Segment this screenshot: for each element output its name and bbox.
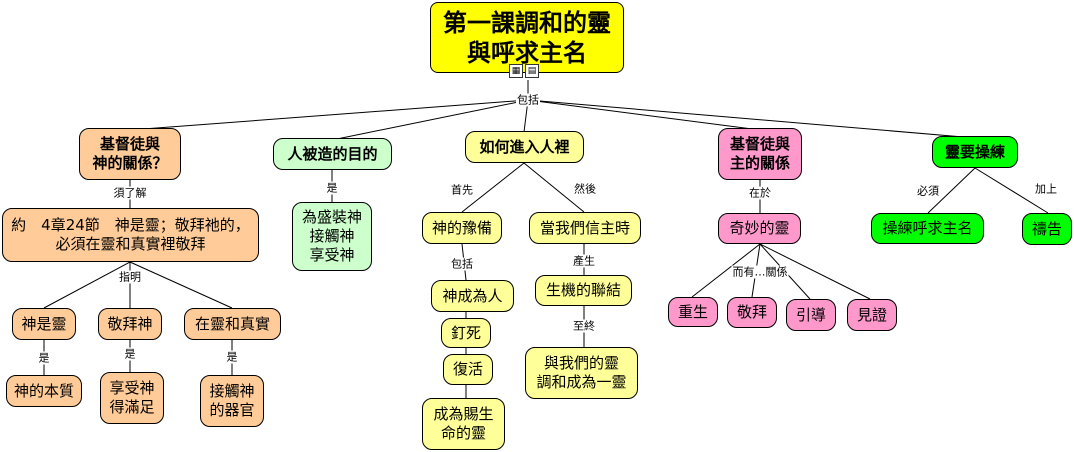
- node-john-4-24[interactable]: 約 4章24節 神是靈；敬拜祂的， 必須在靈和真實裡敬拜: [2, 208, 259, 262]
- node-guide[interactable]: 引導: [786, 299, 836, 331]
- node-worship-god[interactable]: 敬拜神: [98, 308, 162, 340]
- link-label-is-b: 是: [123, 347, 137, 361]
- node-believe[interactable]: 當我們信主時: [529, 212, 641, 244]
- node-enter[interactable]: 如何進入人裡: [465, 131, 584, 163]
- title-icons: ▦ ▤: [509, 64, 539, 78]
- link-label-lies-in: 在於: [748, 186, 772, 200]
- link-label-includes-2: 包括: [450, 257, 474, 271]
- node-god-became-man[interactable]: 神成為人: [431, 280, 514, 312]
- link-label-produce: 產生: [572, 254, 596, 268]
- link-label-plus: 加上: [1034, 182, 1058, 196]
- node-wonderful-spirit[interactable]: 奇妙的靈: [718, 213, 801, 244]
- node-organic-union[interactable]: 生機的聯結: [535, 275, 632, 306]
- link-label-is-a: 是: [37, 351, 51, 365]
- node-organ[interactable]: 接觸神 的器官: [200, 375, 264, 427]
- node-god-is-spirit[interactable]: 神是靈: [12, 308, 76, 340]
- link-label-must: 必須: [916, 184, 940, 198]
- node-exercise[interactable]: 靈要操練: [932, 136, 1018, 168]
- node-god-nature[interactable]: 神的本質: [6, 375, 82, 407]
- film-icon[interactable]: ▤: [525, 64, 539, 78]
- link-label-need-understand: 須了解: [112, 186, 148, 200]
- node-crucified[interactable]: 釘死: [441, 318, 491, 348]
- link-label-then: 然後: [573, 182, 597, 196]
- node-practice-call[interactable]: 操練呼求主名: [871, 213, 984, 244]
- node-in-spirit-truth[interactable]: 在靈和真實: [184, 308, 281, 340]
- node-contain-god[interactable]: 為盛裝神 接觸神 享受神: [292, 202, 372, 271]
- map-title: 第一課調和的靈 與呼求主名: [430, 2, 624, 73]
- image-icon[interactable]: ▦: [509, 64, 523, 78]
- node-worship[interactable]: 敬拜: [727, 297, 777, 328]
- node-one-spirit[interactable]: 與我們的靈 調和成為一靈: [525, 347, 638, 399]
- node-regeneration[interactable]: 重生: [668, 297, 718, 327]
- node-resurrection[interactable]: 復活: [443, 354, 493, 385]
- node-life-giving-spirit[interactable]: 成為賜生 命的靈: [422, 398, 505, 450]
- node-relation-god[interactable]: 基督徒與 神的關係？: [79, 128, 181, 180]
- node-prepare[interactable]: 神的豫備: [422, 212, 502, 244]
- node-relation-lord[interactable]: 基督徒與 主的關係: [718, 128, 802, 180]
- link-label-points-out: 指明: [118, 270, 142, 284]
- link-label-first: 首先: [450, 183, 474, 197]
- node-enjoy-god[interactable]: 享受神 得滿足: [100, 372, 164, 424]
- node-pray[interactable]: 禱告: [1022, 213, 1072, 245]
- link-label-finally: 至終: [572, 319, 596, 333]
- node-witness[interactable]: 見證: [847, 299, 897, 331]
- link-label-and-relation: 而有…關係: [731, 265, 789, 279]
- link-label-includes: 包括: [516, 93, 540, 107]
- node-purpose[interactable]: 人被造的目的: [273, 138, 392, 170]
- link-label-is: 是: [325, 181, 339, 195]
- link-label-is-c: 是: [225, 350, 239, 364]
